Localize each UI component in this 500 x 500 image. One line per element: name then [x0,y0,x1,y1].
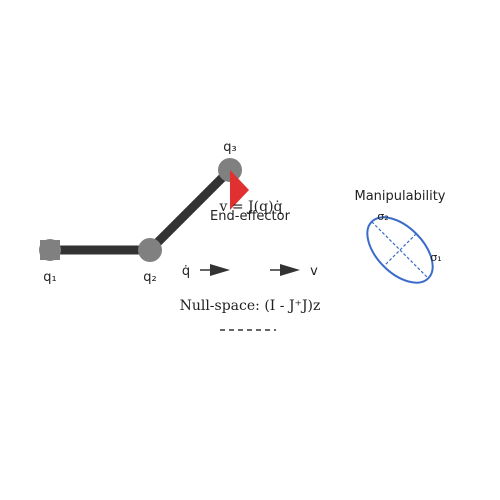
joint-q2 [138,238,162,262]
manipulability-title: Manipulability [355,189,446,204]
joint-velocity-label: q̇ [182,264,190,279]
joint-label-q3: q₃ [223,140,236,155]
end-effector-triangle-icon [230,170,249,210]
joint-label-q2: q₂ [143,270,156,285]
manipulability-ellipse [366,216,434,284]
end-effector-label: End-effector [210,209,291,224]
velocity-equation: v = J(q)q̇ [219,199,283,215]
task-velocity-label: v [310,264,318,279]
joint-q1 [39,239,61,261]
joint-label-q1: q₁ [43,270,56,285]
link-2 [145,165,235,255]
sigma1-label: σ₁ [430,251,441,264]
null-space-label: Null-space: (I - J⁺J)z [180,298,321,314]
sigma2-axis [383,233,417,267]
sigma2-label: σ₂ [377,210,388,223]
arrow-right-icon [200,264,230,276]
arrow-right-icon [270,264,300,276]
